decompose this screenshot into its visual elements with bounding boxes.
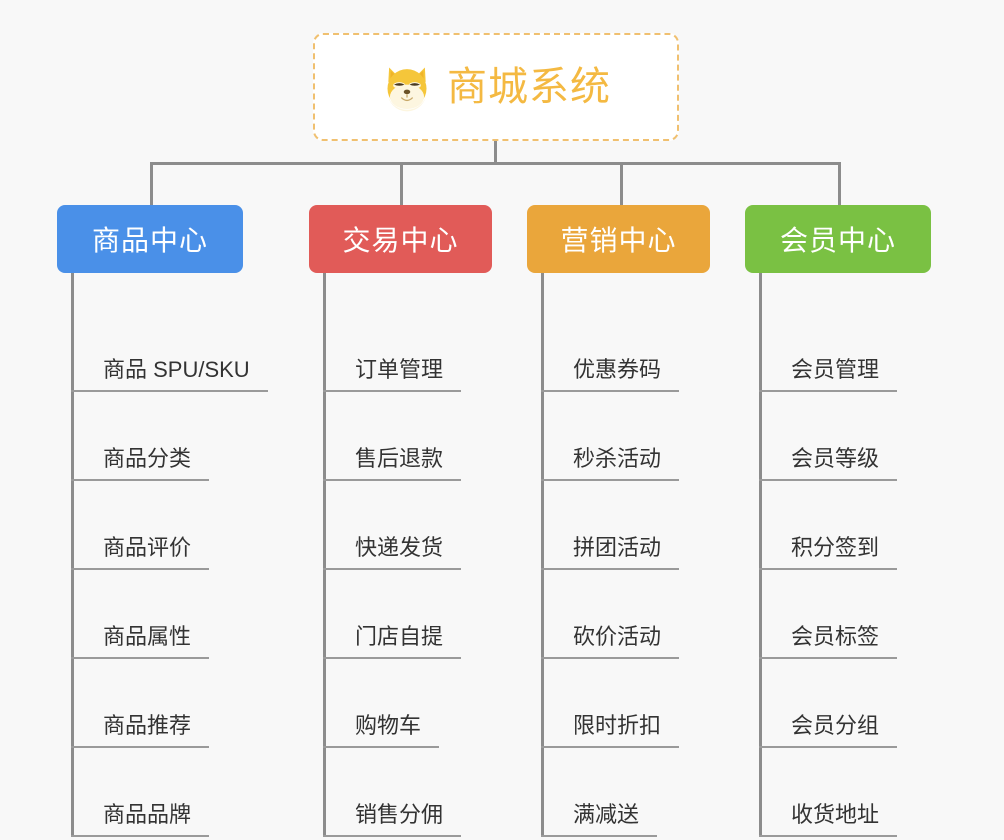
item-label: 会员分组 [759, 713, 898, 748]
branch-column-2: 交易中心 订单管理 售后退款 快递发货 门店自提 购物车 销售分佣 [309, 205, 492, 837]
item-label: 收货地址 [759, 802, 898, 837]
list-item[interactable]: 会员标签 [745, 570, 931, 659]
list-item[interactable]: 优惠券码 [527, 303, 710, 392]
item-label: 订单管理 [323, 357, 462, 392]
list-item[interactable]: 商品 SPU/SKU [57, 303, 268, 392]
branch-column-1: 商品中心 商品 SPU/SKU 商品分类 商品评价 商品属性 商品推荐 商品品牌 [57, 205, 268, 837]
item-list-3: 优惠券码 秒杀活动 拼团活动 砍价活动 限时折扣 满减送 [527, 273, 710, 837]
list-item[interactable]: 满减送 [527, 748, 710, 837]
item-label: 购物车 [323, 713, 440, 748]
list-item[interactable]: 订单管理 [309, 303, 492, 392]
item-label: 优惠券码 [541, 357, 680, 392]
connector-drop-1 [150, 162, 153, 207]
connector-drop-2 [400, 162, 403, 207]
list-item[interactable]: 会员管理 [745, 303, 931, 392]
list-item[interactable]: 门店自提 [309, 570, 492, 659]
connector-drop-4 [838, 162, 841, 207]
item-label: 售后退款 [323, 446, 462, 481]
list-item[interactable]: 会员等级 [745, 392, 931, 481]
item-list-2: 订单管理 售后退款 快递发货 门店自提 购物车 销售分佣 [309, 273, 492, 837]
list-item[interactable]: 限时折扣 [527, 659, 710, 748]
item-list-4: 会员管理 会员等级 积分签到 会员标签 会员分组 收货地址 [745, 273, 931, 837]
item-label: 限时折扣 [541, 713, 680, 748]
item-list-1: 商品 SPU/SKU 商品分类 商品评价 商品属性 商品推荐 商品品牌 [57, 273, 268, 837]
item-label: 秒杀活动 [541, 446, 680, 481]
root-node[interactable]: 商城系统 [313, 33, 679, 141]
root-title: 商城系统 [447, 65, 611, 109]
category-header-3[interactable]: 营销中心 [527, 205, 710, 273]
list-item[interactable]: 砍价活动 [527, 570, 710, 659]
category-header-2[interactable]: 交易中心 [309, 205, 492, 273]
list-item[interactable]: 商品属性 [57, 570, 243, 659]
list-item[interactable]: 购物车 [309, 659, 492, 748]
item-label: 商品分类 [71, 446, 210, 481]
item-label: 商品推荐 [71, 713, 210, 748]
branch-column-3: 营销中心 优惠券码 秒杀活动 拼团活动 砍价活动 限时折扣 满减送 [527, 205, 710, 837]
list-item[interactable]: 商品分类 [57, 392, 243, 481]
connector-root-stem [494, 141, 497, 165]
category-header-4[interactable]: 会员中心 [745, 205, 931, 273]
item-label: 快递发货 [323, 535, 462, 570]
list-item[interactable]: 快递发货 [309, 481, 492, 570]
list-item[interactable]: 会员分组 [745, 659, 931, 748]
branch-spine-4 [759, 273, 762, 837]
list-item[interactable]: 商品推荐 [57, 659, 243, 748]
list-item[interactable]: 秒杀活动 [527, 392, 710, 481]
item-label: 门店自提 [323, 624, 462, 659]
list-item[interactable]: 收货地址 [745, 748, 931, 837]
item-label: 拼团活动 [541, 535, 680, 570]
item-label: 商品 SPU/SKU [71, 357, 268, 392]
list-item[interactable]: 售后退款 [309, 392, 492, 481]
item-label: 销售分佣 [323, 802, 462, 837]
connector-horizontal-bus [150, 162, 841, 165]
item-label: 会员管理 [759, 357, 898, 392]
item-label: 砍价活动 [541, 624, 680, 659]
list-item[interactable]: 销售分佣 [309, 748, 492, 837]
category-label-2: 交易中心 [342, 225, 459, 256]
item-label: 积分签到 [759, 535, 898, 570]
item-label: 满减送 [541, 802, 658, 837]
category-label-1: 商品中心 [91, 225, 208, 256]
list-item[interactable]: 商品评价 [57, 481, 243, 570]
category-label-3: 营销中心 [560, 225, 677, 256]
category-header-1[interactable]: 商品中心 [57, 205, 243, 273]
branch-column-4: 会员中心 会员管理 会员等级 积分签到 会员标签 会员分组 收货地址 [745, 205, 931, 837]
item-label: 会员等级 [759, 446, 898, 481]
list-item[interactable]: 商品品牌 [57, 748, 243, 837]
branch-spine-2 [323, 273, 326, 837]
list-item[interactable]: 拼团活动 [527, 481, 710, 570]
item-label: 商品评价 [71, 535, 210, 570]
list-item[interactable]: 积分签到 [745, 481, 931, 570]
item-label: 商品属性 [71, 624, 210, 659]
connector-drop-3 [620, 162, 623, 207]
category-label-4: 会员中心 [779, 225, 896, 256]
item-label: 商品品牌 [71, 802, 210, 837]
shiba-dog-face-icon [387, 67, 427, 112]
branch-spine-1 [71, 273, 74, 837]
branch-spine-3 [541, 273, 544, 837]
item-label: 会员标签 [759, 624, 898, 659]
